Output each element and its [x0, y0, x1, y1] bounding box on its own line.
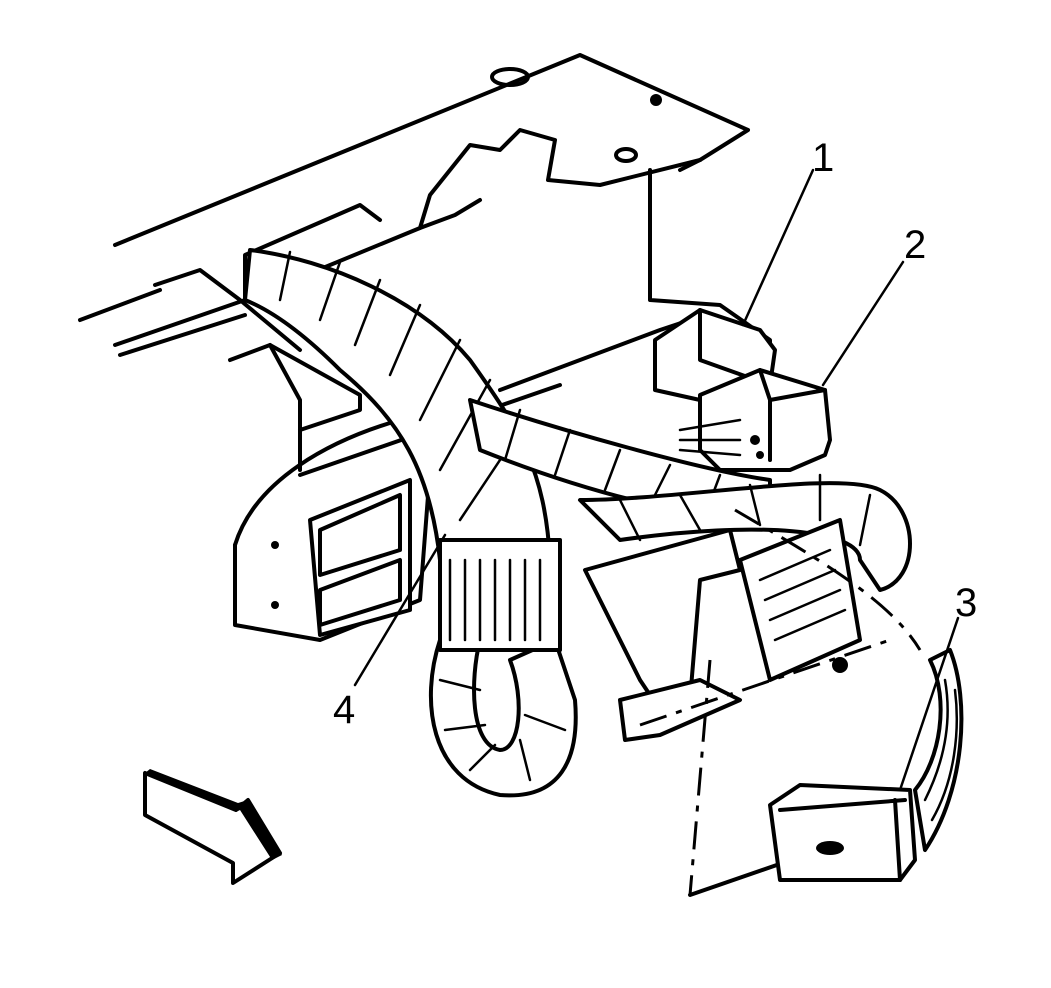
leader-lines — [353, 168, 960, 792]
callout-2: 2 — [904, 223, 927, 267]
mounting-bracket — [583, 518, 862, 742]
connector-2 — [678, 368, 832, 472]
floor-panel — [113, 53, 750, 302]
callout-3: 3 — [955, 581, 978, 625]
frame-rail — [233, 418, 432, 642]
callout-4: 4 — [333, 688, 356, 732]
forward-direction-arrow-icon — [143, 769, 282, 885]
module-3 — [768, 648, 964, 882]
callout-1: 1 — [812, 136, 835, 180]
connector-bundle-left — [438, 538, 562, 652]
